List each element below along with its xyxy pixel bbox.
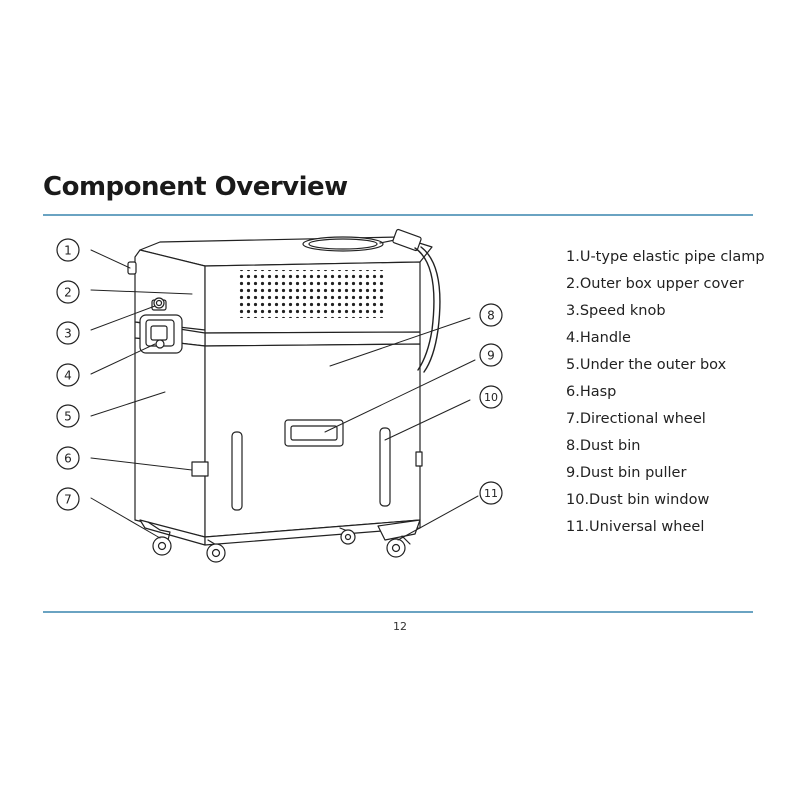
component-item: 6.Hasp bbox=[566, 384, 617, 400]
page-title: Component Overview bbox=[43, 172, 348, 202]
component-item: 11.Universal wheel bbox=[566, 519, 705, 535]
vent-grille bbox=[237, 270, 384, 318]
directional-wheel-front bbox=[206, 539, 226, 563]
callout-number-1: 1 bbox=[64, 244, 72, 258]
component-item: 1.U-type elastic pipe clamp bbox=[566, 249, 765, 265]
component-item: 2.Outer box upper cover bbox=[566, 276, 744, 292]
component-item: 7.Directional wheel bbox=[566, 411, 706, 427]
component-item: 3.Speed knob bbox=[566, 303, 666, 319]
rear-wheel bbox=[339, 527, 356, 545]
hose bbox=[302, 228, 441, 373]
callout-2 bbox=[56, 280, 80, 304]
callout-9 bbox=[479, 343, 503, 367]
callout-6 bbox=[56, 446, 80, 470]
component-item: 9.Dust bin puller bbox=[566, 465, 687, 481]
directional-wheel-left bbox=[147, 521, 172, 556]
component-item: 10.Dust bin window bbox=[566, 492, 710, 508]
hasp bbox=[191, 461, 209, 477]
callout-8 bbox=[479, 303, 503, 327]
window-right bbox=[379, 427, 391, 507]
handle bbox=[139, 314, 183, 354]
speed-knob bbox=[151, 297, 167, 311]
leader-lines bbox=[90, 249, 479, 541]
callout-number-9: 9 bbox=[487, 349, 495, 363]
callout-number-8: 8 bbox=[487, 309, 495, 323]
callout-number-7: 7 bbox=[64, 493, 72, 507]
callout-1 bbox=[56, 238, 80, 262]
callout-5 bbox=[56, 404, 80, 428]
dust-bin-puller bbox=[284, 419, 344, 447]
universal-wheel bbox=[377, 519, 421, 558]
wheels bbox=[147, 519, 421, 563]
callout-number-4: 4 bbox=[64, 369, 72, 383]
component-item: 8.Dust bin bbox=[566, 438, 641, 454]
window-left bbox=[231, 431, 243, 511]
callout-4 bbox=[56, 363, 80, 387]
callout-7 bbox=[56, 487, 80, 511]
callout-number-6: 6 bbox=[64, 452, 72, 466]
callout-11 bbox=[479, 481, 503, 505]
callout-number-3: 3 bbox=[64, 327, 72, 341]
title-divider bbox=[43, 214, 753, 216]
machine-body bbox=[127, 236, 433, 546]
callout-number-11: 11 bbox=[484, 487, 498, 500]
component-list: 1.U-type elastic pipe clamp 2.Outer box … bbox=[566, 244, 765, 541]
callout-number-2: 2 bbox=[64, 286, 72, 300]
callout-number-10: 10 bbox=[484, 391, 498, 404]
callout-3 bbox=[56, 321, 80, 345]
component-item: 5.Under the outer box bbox=[566, 357, 727, 373]
callout-10 bbox=[479, 385, 503, 409]
callout-number-5: 5 bbox=[64, 410, 72, 424]
page-number: 12 bbox=[393, 620, 407, 633]
callout-circles bbox=[56, 238, 503, 511]
footer-divider bbox=[43, 611, 753, 613]
component-item: 4.Handle bbox=[566, 330, 631, 346]
